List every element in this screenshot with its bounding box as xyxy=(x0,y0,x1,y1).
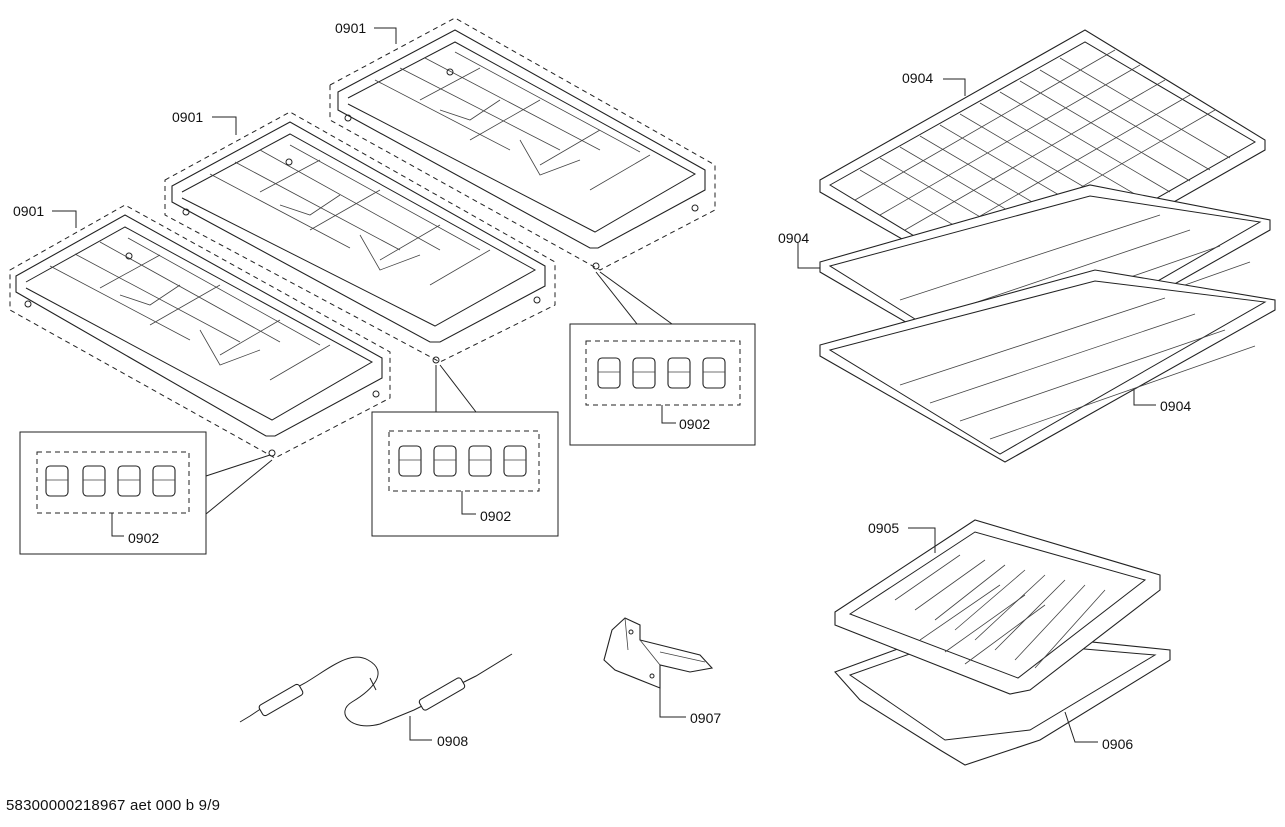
label-0902-middle: 0902 xyxy=(480,508,511,524)
feet-box-left: 0902 xyxy=(19,431,273,555)
label-0902-left: 0902 xyxy=(128,530,159,546)
grate-left xyxy=(9,204,391,459)
label-0902-right: 0902 xyxy=(679,416,710,432)
broil-insert xyxy=(834,519,1161,695)
label-0904-bottom: 0904 xyxy=(1160,398,1191,414)
label-0901-left: 0901 xyxy=(13,203,44,219)
label-0907: 0907 xyxy=(690,710,721,726)
label-0904-top: 0904 xyxy=(902,70,933,86)
grate-right xyxy=(329,17,716,271)
label-0901-middle: 0901 xyxy=(172,109,203,125)
document-footer: 58300000218967 aet 000 b 9/9 xyxy=(6,797,221,814)
meat-probe xyxy=(239,653,513,727)
label-0905: 0905 xyxy=(868,520,899,536)
grate-middle xyxy=(164,111,556,364)
feet-box-right: 0902 xyxy=(569,271,756,446)
label-0904-middle: 0904 xyxy=(778,230,809,246)
label-0901-right: 0901 xyxy=(335,20,366,36)
bracket xyxy=(603,617,714,689)
label-0908: 0908 xyxy=(437,733,468,749)
feet-box-middle: 0902 xyxy=(371,364,559,537)
label-0906: 0906 xyxy=(1102,736,1133,752)
rack-bottom xyxy=(819,269,1276,463)
